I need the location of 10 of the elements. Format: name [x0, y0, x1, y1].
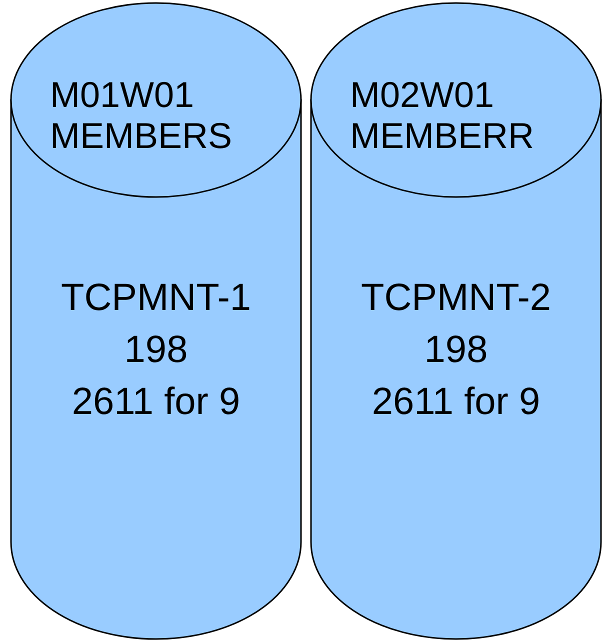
cylinder-title: M02W01 MEMBERR [350, 74, 536, 156]
cylinder-text: 2611 for 9 [70, 380, 242, 425]
cylinder-text: TCPMNT-2 [360, 276, 552, 321]
database-cylinder [310, 2, 602, 640]
cylinder-text: 198 [123, 328, 189, 373]
database-cylinder [10, 2, 302, 640]
cylinder-text: 198 [423, 328, 489, 373]
cylinder-text: 2611 for 9 [370, 380, 542, 425]
cylinder-text: TCPMNT-1 [60, 276, 252, 321]
cylinder-title: M01W01 MEMBERS [50, 74, 234, 156]
